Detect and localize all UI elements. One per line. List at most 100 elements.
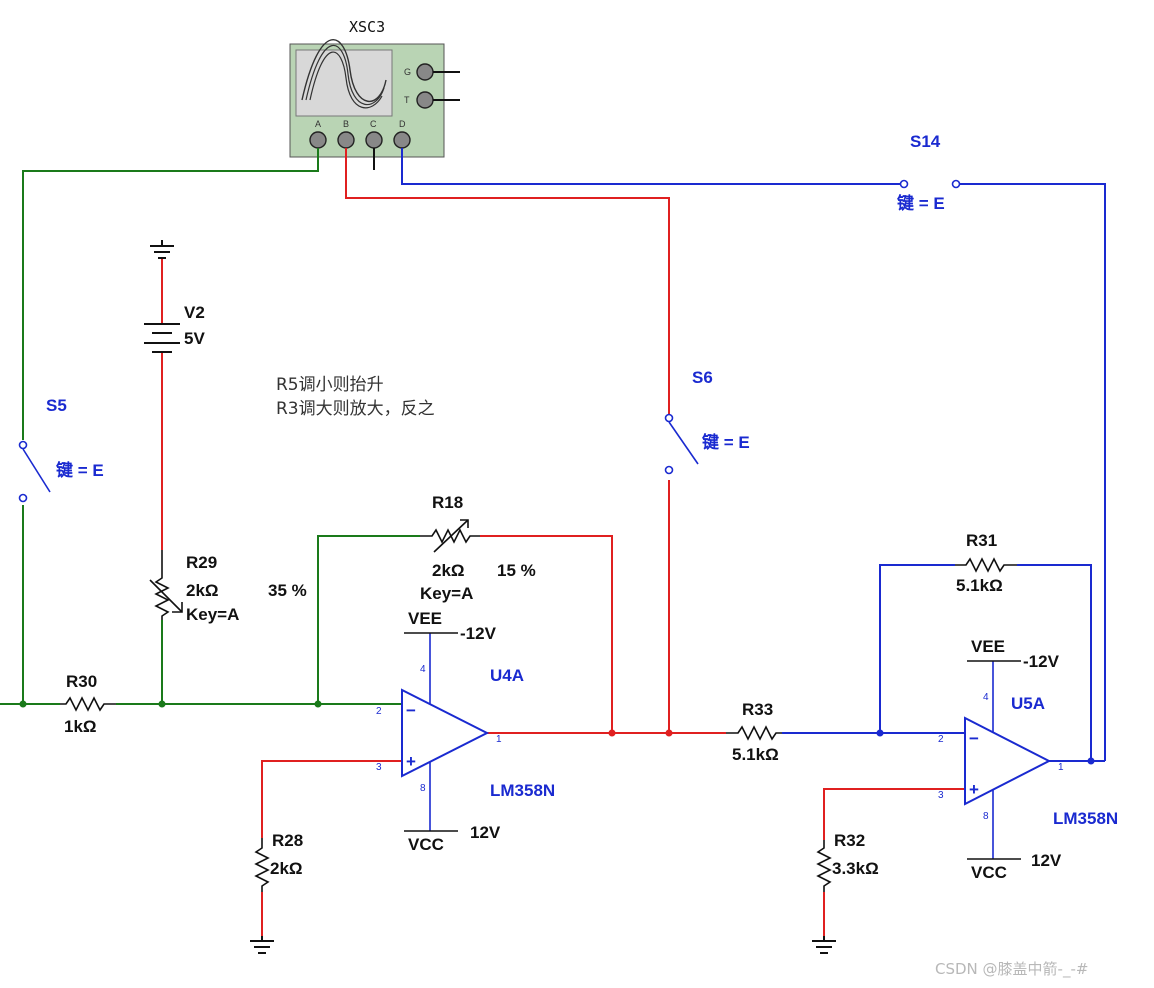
opamp-plus-sign: + bbox=[969, 780, 979, 799]
ground-symbol-r28 bbox=[250, 936, 274, 954]
r33-value-label: 5.1kΩ bbox=[732, 745, 779, 764]
wire-u5a-plus bbox=[823, 788, 965, 840]
switch-s6[interactable]: S6 键 = E bbox=[664, 368, 750, 475]
scope-terminal-b[interactable] bbox=[337, 131, 355, 149]
scope-terminal-a[interactable] bbox=[309, 131, 327, 149]
switch-contact bbox=[664, 413, 674, 423]
wire-r31-left bbox=[879, 564, 955, 733]
s14-ref-label: S14 bbox=[910, 132, 941, 151]
wire-s14-right bbox=[957, 183, 1106, 761]
u4a-pin1: 1 bbox=[496, 734, 502, 745]
r32-value-label: 3.3kΩ bbox=[832, 859, 879, 878]
junction-dot bbox=[876, 729, 884, 737]
u4a-vcc-label: VCC bbox=[408, 835, 444, 854]
junction-dot bbox=[1087, 757, 1095, 765]
resistor-zigzag bbox=[726, 725, 782, 741]
r32-ref-label: R32 bbox=[834, 831, 865, 850]
switch-contact bbox=[951, 179, 961, 189]
resistor-zigzag bbox=[154, 550, 170, 620]
r18-value-label: 2kΩ bbox=[432, 561, 465, 580]
resistor-zigzag bbox=[816, 840, 832, 892]
resistor-r33[interactable]: R33 5.1kΩ bbox=[726, 700, 782, 764]
u4a-vee-label: VEE bbox=[408, 609, 442, 628]
u4a-pin4: 4 bbox=[420, 664, 426, 675]
u5a-vcc-label: VCC bbox=[971, 863, 1007, 882]
pot-wiper-arrow bbox=[433, 519, 469, 553]
u4a-pin3: 3 bbox=[376, 762, 382, 773]
opamp-triangle bbox=[401, 688, 490, 778]
junction-dot bbox=[665, 729, 673, 737]
s14-key-label: 键 = E bbox=[897, 193, 945, 213]
u5a-vee-label: VEE bbox=[971, 637, 1005, 656]
opamp-triangle bbox=[964, 716, 1052, 806]
wire-feedback-left bbox=[317, 535, 420, 704]
r31-value-label: 5.1kΩ bbox=[956, 576, 1003, 595]
resistor-r30[interactable]: R30 1kΩ bbox=[60, 672, 116, 736]
r18-key-label: Key=A bbox=[420, 584, 473, 603]
opamp-u4a[interactable]: − + 2 3 1 4 8 VEE -12V VCC 12V U4A LM358… bbox=[376, 609, 555, 854]
switch-lever bbox=[668, 421, 699, 465]
opamp-u5a[interactable]: − + 2 3 1 4 8 VEE -12V VCC 12V U5A LM358… bbox=[938, 637, 1118, 882]
pot-arrow-head bbox=[460, 519, 469, 528]
v2-ref-label: V2 bbox=[184, 303, 205, 322]
s5-key-label: 键 = E bbox=[56, 460, 104, 480]
u5a-pin4: 4 bbox=[983, 692, 989, 703]
wire-r31-right bbox=[1017, 564, 1092, 761]
wire-scope-a bbox=[22, 148, 319, 440]
u5a-vee-voltage: -12V bbox=[1023, 652, 1060, 671]
resistor-r31[interactable]: R31 5.1kΩ bbox=[955, 531, 1017, 595]
oscilloscope-xsc3[interactable]: XSC3 A B C D G T bbox=[289, 18, 460, 170]
scope-terminal-g[interactable] bbox=[416, 63, 434, 81]
r31-ref-label: R31 bbox=[966, 531, 997, 550]
wire-u4a-plus bbox=[261, 760, 402, 838]
u5a-vcc-voltage: 12V bbox=[1031, 851, 1062, 870]
u5a-pin2: 2 bbox=[938, 734, 944, 745]
switch-contact bbox=[899, 179, 909, 189]
r18-percent-label: 15 % bbox=[497, 561, 536, 580]
scope-terminal-t[interactable] bbox=[416, 91, 434, 109]
resistor-r28[interactable]: R28 2kΩ bbox=[254, 831, 303, 892]
u5a-pin8: 8 bbox=[983, 811, 989, 822]
switch-lever bbox=[22, 448, 51, 493]
s6-ref-label: S6 bbox=[692, 368, 713, 387]
u4a-vee-voltage: -12V bbox=[460, 624, 497, 643]
resistor-zigzag bbox=[60, 696, 116, 712]
note-line-1: R5调小则抬升 bbox=[276, 375, 384, 395]
u4a-pin8: 8 bbox=[420, 783, 426, 794]
u5a-ref-label: U5A bbox=[1011, 694, 1045, 713]
scope-ch-a-label: A bbox=[315, 119, 321, 129]
resistor-r32[interactable]: R32 3.3kΩ bbox=[816, 831, 879, 892]
battery-v2[interactable]: V2 5V bbox=[144, 240, 205, 353]
wire-feedback-right bbox=[480, 535, 613, 733]
r29-ref-label: R29 bbox=[186, 553, 217, 572]
u5a-part-label: LM358N bbox=[1053, 809, 1118, 828]
scope-terminal-c[interactable] bbox=[365, 131, 383, 149]
u4a-part-label: LM358N bbox=[490, 781, 555, 800]
potentiometer-r29[interactable]: R29 2kΩ Key=A 35 % bbox=[149, 550, 307, 624]
scope-t-label: T bbox=[404, 95, 410, 105]
r18-ref-label: R18 bbox=[432, 493, 463, 512]
switch-s14[interactable]: S14 键 = E bbox=[897, 132, 961, 213]
scope-terminal-d[interactable] bbox=[393, 131, 411, 149]
watermark: CSDN @膝盖中箭-_-# bbox=[935, 960, 1088, 979]
r28-ref-label: R28 bbox=[272, 831, 303, 850]
r29-percent-label: 35 % bbox=[268, 581, 307, 600]
potentiometer-r18[interactable]: R18 2kΩ Key=A 15 % bbox=[420, 493, 536, 603]
opamp-minus-sign: − bbox=[969, 729, 979, 748]
pot-arrow-head bbox=[172, 602, 183, 613]
switch-s5[interactable]: S5 键 = E bbox=[18, 396, 104, 503]
switch-contact bbox=[18, 440, 28, 450]
junction-dot bbox=[158, 700, 166, 708]
r29-value-label: 2kΩ bbox=[186, 581, 219, 600]
scope-wave-icon-3 bbox=[309, 51, 383, 109]
note-line-2: R3调大则放大，反之 bbox=[276, 399, 435, 419]
junction-dot bbox=[314, 700, 322, 708]
scope-g-label: G bbox=[404, 67, 411, 77]
u5a-pin3: 3 bbox=[938, 790, 944, 801]
s6-key-label: 键 = E bbox=[702, 432, 750, 452]
r30-ref-label: R30 bbox=[66, 672, 97, 691]
u4a-ref-label: U4A bbox=[490, 666, 524, 685]
junction-dot bbox=[19, 700, 27, 708]
r29-key-label: Key=A bbox=[186, 605, 239, 624]
